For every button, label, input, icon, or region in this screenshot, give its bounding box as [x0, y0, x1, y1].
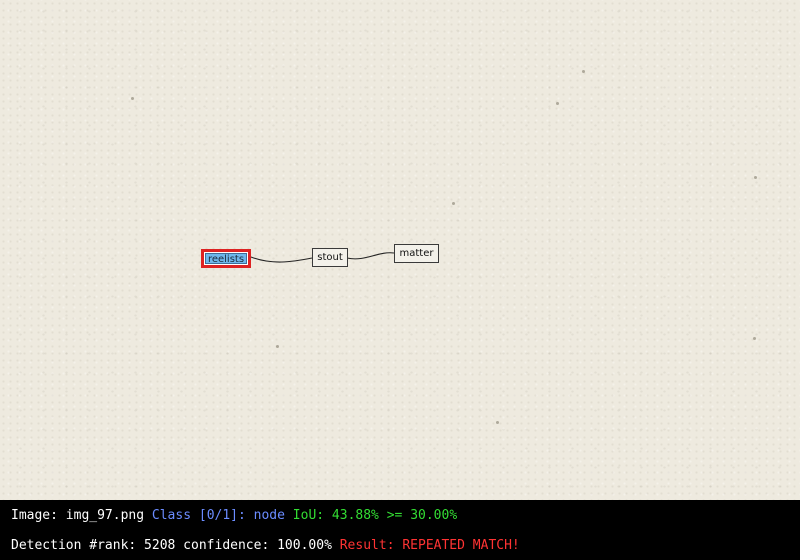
paper-speck [754, 176, 757, 179]
node-reelists[interactable]: reelists [201, 249, 251, 268]
node-label: stout [317, 252, 343, 263]
paper-speck [452, 202, 455, 205]
hud-line-2: Detection #rank: 5208 confidence: 100.00… [11, 538, 520, 553]
edge-reelists-stout [250, 256, 313, 263]
paper-speck [556, 102, 559, 105]
paper-speck [131, 97, 134, 100]
edges-layer [250, 252, 395, 263]
detection-hud: Image: img_97.png Class [0/1]: node IoU:… [0, 500, 800, 560]
paper-speck [496, 421, 499, 424]
node-label: reelists [205, 253, 247, 265]
class-value: node [253, 508, 285, 523]
edge-stout-matter [346, 252, 395, 260]
detection-text: Detection #rank: 5208 confidence: 100.00… [11, 538, 340, 553]
result-text: Result: REPEATED MATCH! [339, 538, 520, 553]
node-label: matter [399, 248, 434, 259]
paper-speck [276, 345, 279, 348]
image-label: Image: [11, 508, 66, 523]
node-stout[interactable]: stout [312, 248, 348, 267]
iou-text: IoU: 43.88% >= 30.00% [284, 508, 458, 523]
node-matter[interactable]: matter [394, 244, 439, 263]
hud-line-1: Image: img_97.png Class [0/1]: node IoU:… [11, 508, 457, 523]
paper-speck [582, 70, 585, 73]
diagram-canvas: reelists stout matter [0, 0, 800, 500]
paper-speck [753, 337, 756, 340]
class-label: Class [0/1]: [144, 508, 254, 523]
image-filename: img_97.png [65, 508, 145, 523]
